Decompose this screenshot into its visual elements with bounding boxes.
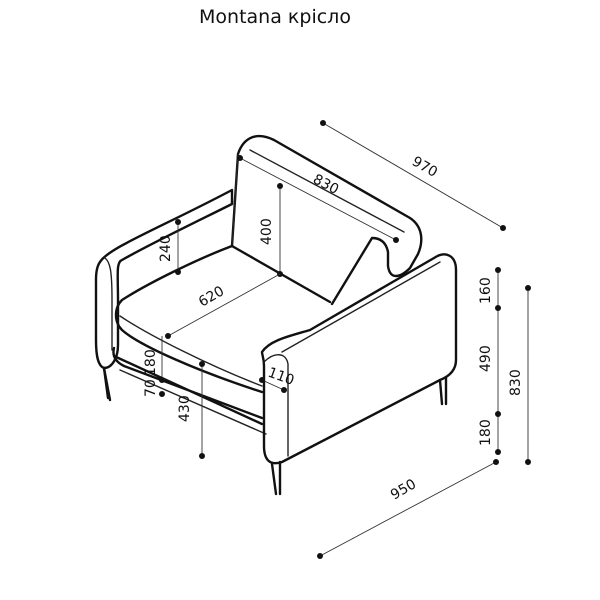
right-armrest [260, 253, 458, 465]
right-armrest-top-edge [281, 261, 441, 353]
seat-base-lower [119, 369, 267, 435]
backrest-top-seam [249, 149, 405, 233]
dim-armrest-height: 240 [158, 235, 174, 262]
leg-back-right [438, 376, 448, 406]
dim-width-total: 950 [388, 476, 419, 503]
dim-depth-total: 970 [409, 154, 440, 181]
dim-backrest-height: 400 [259, 218, 275, 245]
left-armrest [94, 188, 234, 370]
dim-seat-height-front: 180 [143, 349, 159, 376]
seat-cushion-seam [119, 315, 263, 387]
dim-right-top: 160 [478, 277, 494, 304]
dim-cushion-height: 70 [143, 379, 159, 397]
dimension-lines [159, 120, 531, 559]
dim-height-total: 830 [508, 369, 524, 396]
diagram-title: Montana крісло [199, 6, 351, 28]
dim-seat-floor-height: 430 [177, 395, 193, 422]
dim-seat-depth: 620 [196, 283, 227, 310]
seat-cushion [114, 244, 332, 394]
armchair-outline [94, 134, 458, 496]
leg-front-left [102, 366, 112, 402]
dim-right-middle: 490 [478, 345, 494, 372]
dimension-labels: 970 830 400 240 620 180 70 430 110 160 4… [143, 154, 524, 504]
right-armrest-front [263, 354, 289, 457]
seat-base [112, 346, 264, 426]
leg-front-right [270, 460, 282, 496]
dim-armrest-width: 110 [266, 365, 297, 389]
dim-right-bottom: 180 [478, 419, 494, 446]
left-armrest-seam [104, 257, 113, 351]
